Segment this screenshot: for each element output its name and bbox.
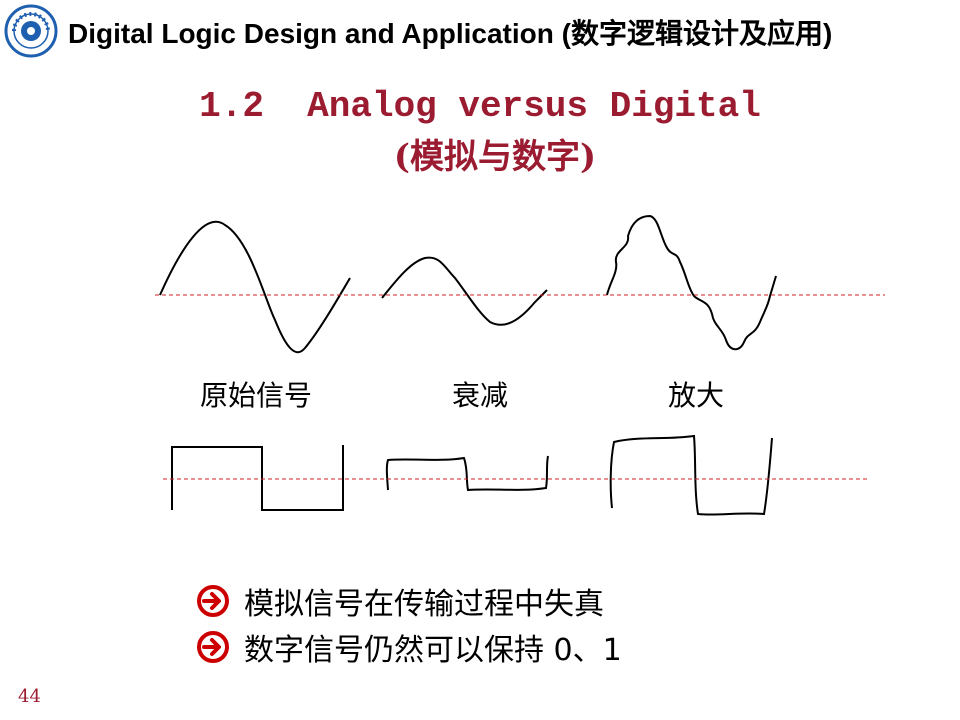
digital-attenuated-wave bbox=[385, 455, 549, 492]
bullet-item: 数字信号仍然可以保持 0、1 bbox=[196, 624, 622, 670]
page-number: 44 bbox=[18, 686, 41, 707]
label-original-signal: 原始信号 bbox=[200, 379, 313, 412]
circled-arrow-icon bbox=[197, 631, 229, 663]
analog-attenuated-wave bbox=[381, 256, 548, 326]
waveform-diagram bbox=[155, 214, 885, 516]
slide-title: 1.2 Analog versus Digital bbox=[199, 86, 761, 127]
digital-original-wave bbox=[171, 445, 344, 511]
bullet-text: 数字信号仍然可以保持 0、1 bbox=[244, 633, 622, 668]
bullet-text: 模拟信号在传输过程中失真 bbox=[244, 587, 604, 622]
bullet-item: 模拟信号在传输过程中失真 bbox=[196, 578, 622, 624]
digital-amplified-wave bbox=[609, 434, 773, 516]
label-attenuation: 衰减 bbox=[452, 379, 509, 412]
university-seal-icon bbox=[4, 4, 58, 58]
analog-amplified-wave bbox=[606, 214, 777, 351]
bullet-list: 模拟信号在传输过程中失真 数字信号仍然可以保持 0、1 bbox=[196, 578, 622, 670]
header-title: Digital Logic Design and Application (数字… bbox=[68, 18, 833, 49]
label-amplification: 放大 bbox=[668, 379, 725, 412]
circled-arrow-icon bbox=[197, 585, 229, 617]
slide-subtitle: (模拟与数字) bbox=[393, 137, 597, 177]
analog-original-wave bbox=[159, 220, 351, 354]
